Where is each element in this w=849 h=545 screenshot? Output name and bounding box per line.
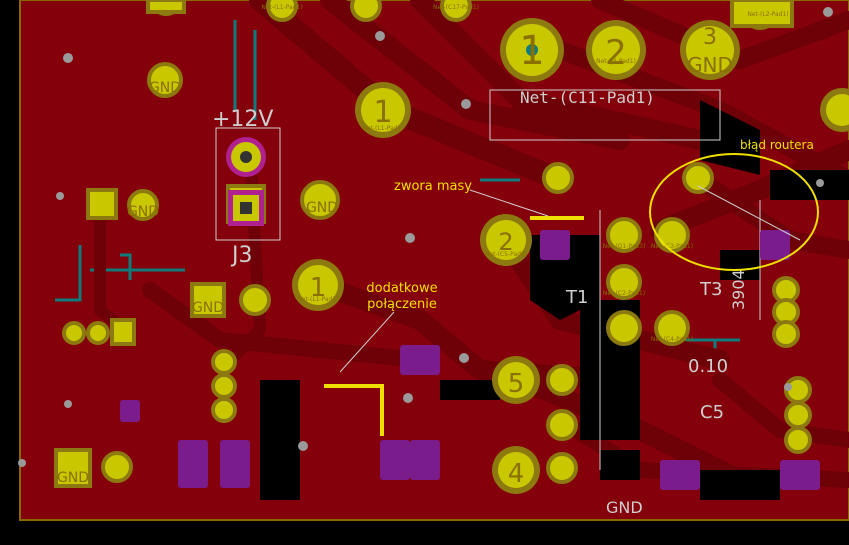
svg-text:Net-(L1-Pad1): Net-(L1-Pad1) — [297, 296, 338, 303]
annotation-router-error: błąd routera — [649, 138, 819, 271]
svg-text:GND: GND — [127, 204, 159, 220]
pad-gnd-icon[interactable] — [820, 88, 849, 132]
annotation-ground-jumper: zwora masy — [394, 179, 584, 220]
svg-text:3: 3 — [703, 25, 717, 50]
pad-l1-icon[interactable]: 1 — [355, 82, 411, 138]
annotation-ground-jumper-text: zwora masy — [394, 179, 472, 194]
svg-text:Net-(C3-Pad1): Net-(C3-Pad1) — [651, 243, 693, 250]
annotation-router-error-text: błąd routera — [740, 138, 814, 152]
vias — [18, 7, 833, 467]
j3-pad-1 — [226, 137, 266, 226]
label-net-c11: Net-(C11-Pad1) — [520, 88, 655, 107]
pad-3-gnd-icon[interactable]: 3 GND — [680, 20, 740, 80]
svg-text:1: 1 — [373, 95, 392, 130]
annotation-extra-line2: połączenie — [367, 297, 437, 312]
label-t1: T1 — [565, 287, 588, 308]
label-plus12v: +12V — [212, 107, 273, 132]
silkscreen — [215, 89, 761, 470]
label-gnd-bottom: GND — [606, 498, 643, 517]
silk-text: +12V J3 Net-(C11-Pad1) T1 T3 C5 0.10 390… — [212, 88, 748, 517]
gnd-pad-labels: GND GND GND GND GND — [57, 80, 338, 486]
svg-text:Net-(L1-Pad1): Net-(L1-Pad1) — [362, 125, 403, 132]
svg-text:Net-(C4-Pad1): Net-(C4-Pad1) — [651, 336, 693, 343]
svg-text:GND: GND — [149, 80, 181, 96]
svg-text:Net-(Q1-Pad3): Net-(Q1-Pad3) — [603, 243, 646, 250]
svg-text:4: 4 — [508, 459, 525, 489]
svg-text:Net-(C17-Pad1): Net-(C17-Pad1) — [433, 4, 479, 11]
svg-text:1: 1 — [519, 28, 544, 74]
svg-text:GND: GND — [687, 53, 733, 77]
pad-1-icon[interactable]: 1 — [500, 18, 564, 82]
annotation-extra-line1: dodatkowe — [366, 281, 437, 296]
j3-outline — [215, 127, 281, 241]
svg-text:2: 2 — [498, 228, 513, 256]
label-3904: 3904 — [729, 269, 748, 310]
annotation-extra-connection: dodatkowe połączenie — [324, 281, 438, 436]
large-pads: 1 2 3 GND 1 2 1 — [292, 18, 849, 494]
svg-text:1: 1 — [310, 273, 327, 303]
svg-text:Net-(L1-Pad1): Net-(L1-Pad1) — [261, 4, 302, 11]
svg-text:Net-(J4-Pad1): Net-(J4-Pad1) — [596, 58, 636, 65]
small-net-labels: Net-(L1-Pad1) Net-(C17-Pad1) Net-(J4-Pad… — [261, 4, 788, 343]
label-value-010: 0.10 — [688, 356, 728, 377]
label-t3: T3 — [699, 279, 722, 300]
smd-pads — [120, 230, 820, 490]
label-j3: J3 — [230, 243, 253, 268]
pad-c5-icon[interactable]: 2 — [480, 214, 532, 266]
svg-text:GND: GND — [192, 300, 224, 316]
pad-l1b-icon[interactable]: 1 — [292, 259, 344, 311]
svg-text:GND: GND — [57, 470, 89, 486]
svg-text:Net-(L2-Pad1): Net-(L2-Pad1) — [747, 11, 788, 18]
svg-text:Net-(C2-Pad1): Net-(C2-Pad1) — [603, 290, 645, 297]
svg-text:5: 5 — [508, 369, 525, 399]
pad-5-icon[interactable]: 5 — [492, 356, 540, 404]
svg-text:GND: GND — [306, 200, 338, 216]
round-pads — [62, 0, 812, 484]
svg-text:Net-(C5-Pad1): Net-(C5-Pad1) — [485, 251, 527, 258]
pad-2-icon[interactable]: 2 — [586, 20, 646, 80]
pad-4-icon[interactable]: 4 — [492, 446, 540, 494]
voids — [260, 100, 849, 500]
label-c5: C5 — [700, 402, 724, 423]
svg-text:2: 2 — [605, 33, 627, 73]
board-outline — [19, 0, 849, 521]
